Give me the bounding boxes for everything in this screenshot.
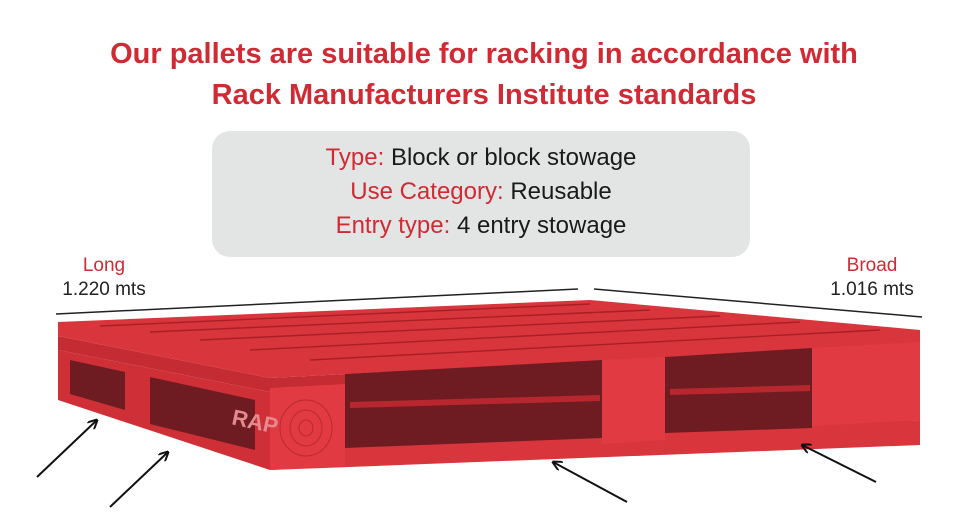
pallet-side-opening-2	[150, 377, 255, 450]
dimension-broad-value: 1.016 mts	[830, 279, 914, 300]
spec-use: Use Category: Reusable	[212, 175, 750, 209]
pallet-front-board	[58, 336, 920, 392]
entry-arrows	[36, 420, 877, 508]
spec-box: Type: Block or block stowage Use Categor…	[212, 131, 750, 257]
dimension-broad-label: Broad	[846, 255, 898, 276]
wood-grain	[279, 399, 333, 457]
spec-entry-label: Entry type:	[335, 212, 451, 239]
pallet-bottom-board	[270, 420, 920, 470]
spec-type-value: Block or block stowage	[390, 144, 637, 171]
pallet-block-left	[270, 384, 345, 470]
pallet-block-center	[602, 357, 665, 444]
pallet-block-right	[812, 342, 920, 426]
dimension-long-line	[55, 288, 579, 315]
headline-line-1: Our pallets are suitable for racking in …	[110, 38, 858, 70]
entry-arrow-2	[109, 452, 168, 508]
pallet-side-opening-1	[70, 360, 125, 410]
pallet-image: RAP	[58, 300, 920, 470]
entry-arrow-1	[36, 420, 97, 478]
dimension-broad-line	[593, 288, 923, 318]
spec-use-value: Reusable	[510, 178, 612, 205]
dimension-long-label: Long	[82, 255, 126, 276]
spec-type-label: Type:	[325, 144, 385, 171]
spec-entry-value: 4 entry stowage	[456, 212, 627, 239]
deck-board-lines	[99, 303, 881, 361]
dimension-long: Long 1.220 mts	[48, 254, 160, 302]
headline: Our pallets are suitable for racking in …	[0, 34, 968, 116]
headline-line-2: Rack Manufacturers Institute standards	[211, 79, 757, 111]
entry-arrow-4	[802, 445, 877, 483]
spec-entry: Entry type: 4 entry stowage	[212, 209, 750, 243]
spec-type: Type: Block or block stowage	[212, 141, 750, 175]
spec-use-label: Use Category:	[350, 178, 504, 205]
pallet-top-deck	[58, 300, 920, 378]
inner-slats	[349, 385, 811, 408]
dimension-long-value: 1.220 mts	[62, 279, 146, 300]
entry-arrow-3	[553, 462, 628, 503]
dimension-broad: Broad 1.016 mts	[812, 254, 932, 302]
